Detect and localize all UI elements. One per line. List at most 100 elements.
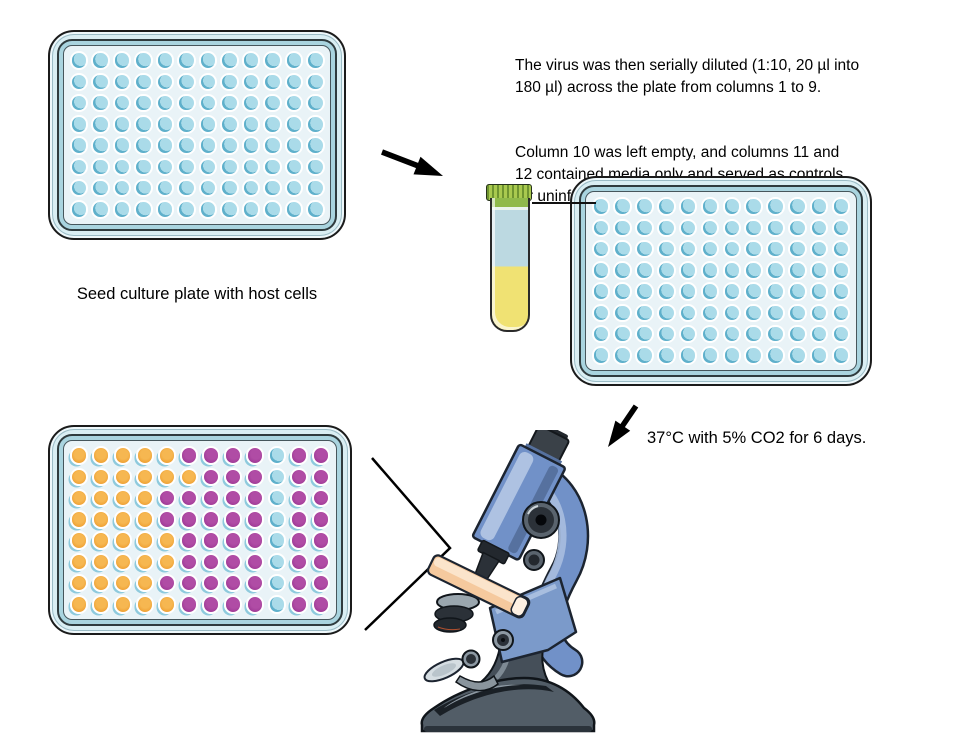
well-blue-host-cells — [241, 157, 260, 177]
well-blue-host-cells — [91, 178, 110, 198]
well-blue-host-cells — [267, 510, 287, 529]
well-blue-host-cells — [220, 136, 239, 155]
well-blue-host-cells — [657, 303, 676, 323]
well-blue-host-cells — [809, 261, 829, 280]
well-orange — [91, 573, 111, 593]
incubation-note: 37°C with 5% CO2 for 6 days. — [647, 429, 867, 447]
well-orange — [135, 531, 155, 550]
well-orange — [157, 531, 177, 550]
well-purple — [245, 467, 265, 487]
well-purple — [311, 446, 331, 465]
well-blue-host-cells — [91, 115, 110, 134]
well-blue-host-cells — [91, 157, 110, 177]
well-purple — [157, 573, 177, 593]
well-purple — [179, 488, 199, 508]
tube-body — [490, 198, 530, 332]
well-blue-host-cells — [635, 324, 654, 344]
well-orange — [69, 531, 89, 550]
well-orange — [69, 510, 89, 529]
well-blue-host-cells — [69, 136, 88, 155]
well-blue-host-cells — [831, 218, 851, 238]
well-blue-host-cells — [722, 346, 742, 365]
well-orange — [113, 573, 133, 593]
well-blue-host-cells — [722, 218, 742, 238]
well-blue-host-cells — [112, 157, 131, 177]
well-blue-host-cells — [591, 261, 611, 280]
well-orange — [157, 552, 177, 572]
well-blue-host-cells — [700, 282, 720, 301]
well-orange — [135, 488, 155, 508]
well-blue-host-cells — [267, 552, 287, 572]
well-purple — [223, 573, 243, 593]
well-purple — [179, 446, 199, 465]
well-blue-host-cells — [722, 239, 742, 259]
well-blue-host-cells — [241, 115, 260, 134]
well-blue-host-cells — [657, 197, 676, 216]
well-blue-host-cells — [635, 303, 654, 323]
well-blue-host-cells — [766, 197, 785, 216]
well-purple — [179, 552, 199, 572]
well-purple — [223, 510, 243, 529]
well-orange — [157, 446, 177, 465]
well-blue-host-cells — [591, 239, 611, 259]
well-purple — [201, 531, 221, 550]
well-blue-host-cells — [112, 93, 131, 113]
well-blue-host-cells — [284, 72, 303, 92]
well-blue-host-cells — [722, 324, 742, 344]
well-blue-host-cells — [700, 218, 720, 238]
well-blue-host-cells — [91, 51, 110, 70]
well-orange — [69, 488, 89, 508]
well-blue-host-cells — [134, 136, 153, 155]
well-blue-host-cells — [678, 197, 698, 216]
well-blue-host-cells — [220, 93, 239, 113]
flow-arrow-icon — [381, 149, 443, 176]
well-blue-host-cells — [112, 178, 131, 198]
well-blue-host-cells — [220, 115, 239, 134]
well-blue-host-cells — [91, 93, 110, 113]
well-blue-host-cells — [831, 282, 851, 301]
well-blue-host-cells — [306, 72, 325, 92]
well-purple — [245, 531, 265, 550]
well-purple — [289, 467, 309, 487]
well-purple — [157, 488, 177, 508]
well-purple — [223, 446, 243, 465]
plate-rim — [57, 39, 337, 231]
well-blue-host-cells — [809, 346, 829, 365]
well-orange — [91, 446, 111, 465]
well-purple — [157, 510, 177, 529]
well-blue-host-cells — [788, 324, 807, 344]
well-purple — [223, 488, 243, 508]
well-purple — [245, 552, 265, 572]
well-blue-host-cells — [198, 136, 217, 155]
well-blue-host-cells — [766, 303, 785, 323]
well-orange — [157, 467, 177, 487]
well-blue-host-cells — [284, 115, 303, 134]
well-blue-host-cells — [766, 218, 785, 238]
well-blue-host-cells — [831, 261, 851, 280]
well-blue-host-cells — [267, 488, 287, 508]
well-purple — [223, 531, 243, 550]
well-blue-host-cells — [306, 136, 325, 155]
well-blue-host-cells — [306, 200, 325, 219]
well-purple — [311, 488, 331, 508]
well-blue-host-cells — [198, 72, 217, 92]
well-blue-host-cells — [69, 51, 88, 70]
magnify-lines — [364, 457, 452, 631]
well-blue-host-cells — [220, 51, 239, 70]
well-orange — [69, 573, 89, 593]
well-blue-host-cells — [788, 303, 807, 323]
well-blue-host-cells — [700, 346, 720, 365]
well-blue-host-cells — [134, 93, 153, 113]
well-blue-host-cells — [700, 261, 720, 280]
well-blue-host-cells — [809, 303, 829, 323]
dilution-note: The virus was then serially diluted (1:1… — [515, 57, 860, 96]
well-blue-host-cells — [284, 93, 303, 113]
microscope-icon — [420, 430, 596, 733]
well-blue-host-cells — [155, 51, 174, 70]
well-blue-host-cells — [91, 72, 110, 92]
well-blue-host-cells — [613, 239, 632, 259]
well-purple — [179, 595, 199, 614]
well-orange — [135, 467, 155, 487]
well-blue-host-cells — [155, 200, 174, 219]
